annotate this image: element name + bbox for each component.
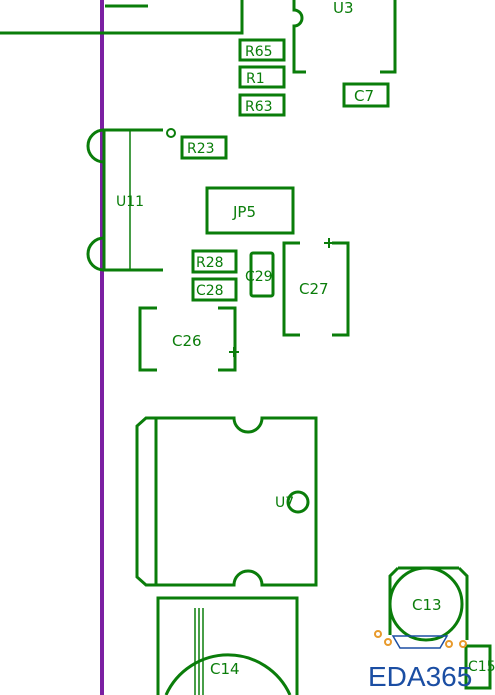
c15-label: C15: [468, 659, 495, 675]
pin1-marker: [166, 128, 176, 138]
r63-footprint[interactable]: [238, 93, 286, 117]
r1-label: R1: [246, 71, 265, 87]
c14-label: C14: [210, 660, 240, 678]
u7-outline[interactable]: [135, 416, 318, 587]
top-left-outline: [0, 0, 244, 35]
c29-label: C29: [245, 269, 273, 285]
c26-plus-mark: [229, 347, 239, 357]
c27-outline[interactable]: [282, 241, 350, 337]
jp5-footprint[interactable]: [205, 186, 295, 235]
c28-label: C28: [196, 283, 224, 299]
c14-outline[interactable]: [156, 596, 299, 695]
r65-footprint[interactable]: [238, 38, 286, 62]
u7-label: U7: [275, 495, 294, 511]
r28-label: R28: [196, 255, 224, 271]
watermark: EDA365: [368, 661, 472, 692]
r23-label: R23: [187, 141, 215, 157]
r1-footprint[interactable]: [238, 65, 286, 89]
u3-outline[interactable]: [292, 0, 397, 74]
c26-outline[interactable]: [138, 306, 237, 372]
u11-label: U11: [116, 194, 144, 210]
c29-footprint[interactable]: [249, 251, 275, 298]
c13-label: C13: [412, 596, 442, 614]
c28-footprint[interactable]: [191, 277, 238, 302]
jp5-label: JP5: [232, 203, 256, 221]
r65-label: R65: [245, 44, 273, 60]
c13-outline[interactable]: [388, 566, 469, 642]
c27-plus-mark: [324, 238, 334, 248]
c27-label: C27: [299, 280, 329, 298]
u11-outline[interactable]: [86, 128, 163, 272]
c26-label: C26: [172, 332, 202, 350]
u3-label: U3: [333, 0, 354, 17]
logo-mark: [374, 630, 467, 649]
c7-label: C7: [354, 87, 374, 105]
r63-label: R63: [245, 99, 273, 115]
r28-footprint[interactable]: [191, 249, 238, 274]
c15-footprint[interactable]: [464, 644, 492, 690]
c7-footprint[interactable]: [342, 82, 390, 108]
r23-footprint[interactable]: [180, 135, 228, 160]
